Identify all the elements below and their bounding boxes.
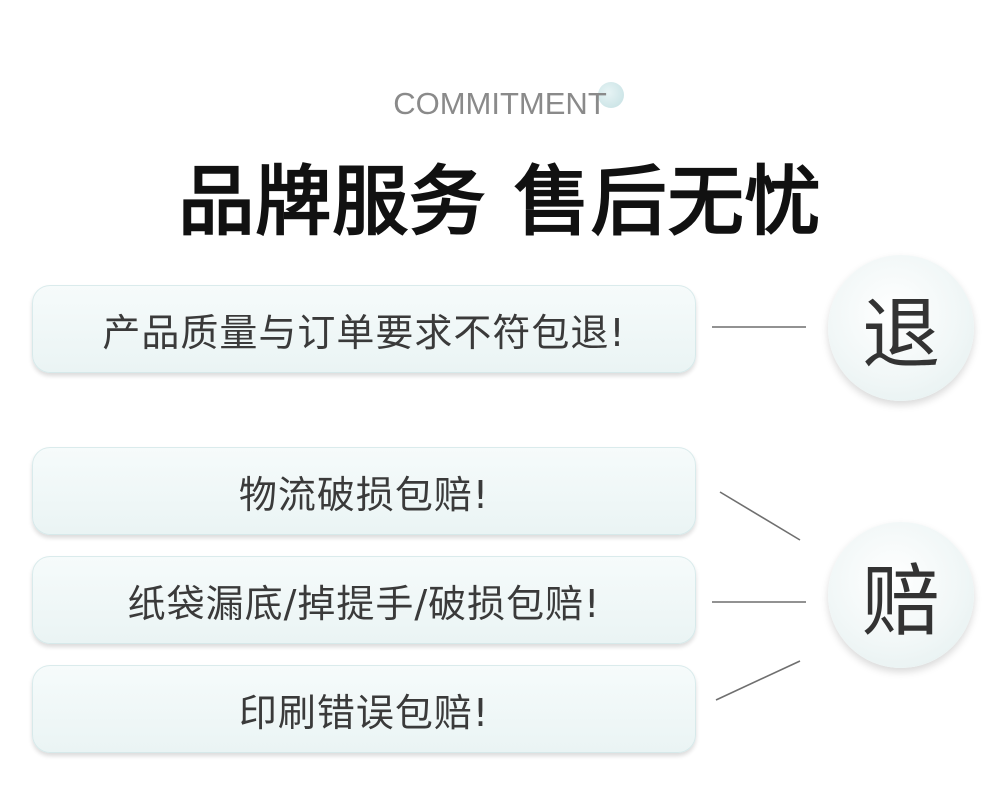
compensation-badge: 赔 [828,522,974,668]
logistics-connector-line [719,491,801,541]
eyebrow-accent-dot [598,82,624,108]
compensation-item-bag-damage: 纸袋漏底/掉提手/破损包赔! [32,556,696,644]
page-title: 品牌服务 售后无忧 [178,157,822,246]
compensation-item-printing-error: 印刷错误包赔! [32,665,696,753]
compensation-item-logistics: 物流破损包赔! [32,447,696,535]
section-eyebrow: COMMITMENT [393,86,607,121]
return-badge: 退 [828,255,974,401]
printing-connector-line [715,660,801,701]
return-item: 产品质量与订单要求不符包退! [32,285,696,373]
